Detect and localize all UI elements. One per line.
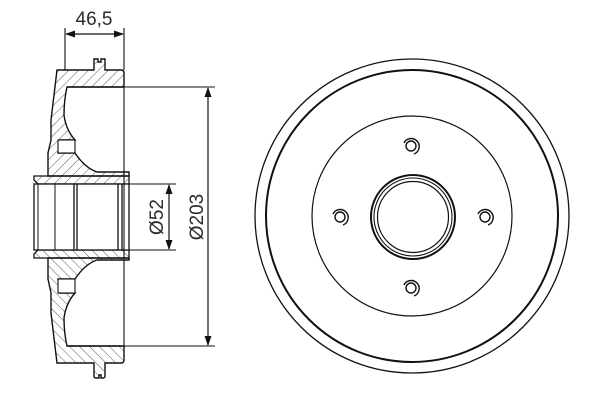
- drum-outer-edge: [254, 58, 570, 374]
- lower-wall-section: [47, 257, 130, 379]
- diameter-dimension-label: Ø203: [187, 194, 208, 240]
- bolt-hole-left: [332, 208, 349, 226]
- bolt-hole-bottom: [403, 279, 420, 297]
- front-view: [254, 58, 570, 374]
- hub-disc: [311, 115, 513, 317]
- bolt-hole-top: [403, 137, 420, 155]
- upper-wall-section: [47, 58, 130, 177]
- hub-lower-hatch: [33, 249, 130, 259]
- bore-dimension-label: Ø52: [147, 199, 168, 235]
- dimension-bore: Ø52: [129, 183, 176, 251]
- upper-bolt-slot: [57, 139, 76, 154]
- dimension-width: 46,5: [64, 9, 125, 346]
- lower-bolt-slot: [57, 278, 76, 294]
- width-dimension-label: 46,5: [76, 9, 113, 30]
- hub-bore: [33, 183, 130, 251]
- center-bore-outer: [370, 174, 456, 260]
- drum-rim: [265, 69, 559, 363]
- section-view: [33, 58, 130, 379]
- center-bore-inner: [376, 180, 450, 254]
- hub-upper-hatch: [33, 175, 130, 185]
- dimension-diameter: Ø203: [124, 86, 215, 347]
- bolt-hole-right: [477, 208, 494, 226]
- center-bore-mid: [373, 177, 453, 257]
